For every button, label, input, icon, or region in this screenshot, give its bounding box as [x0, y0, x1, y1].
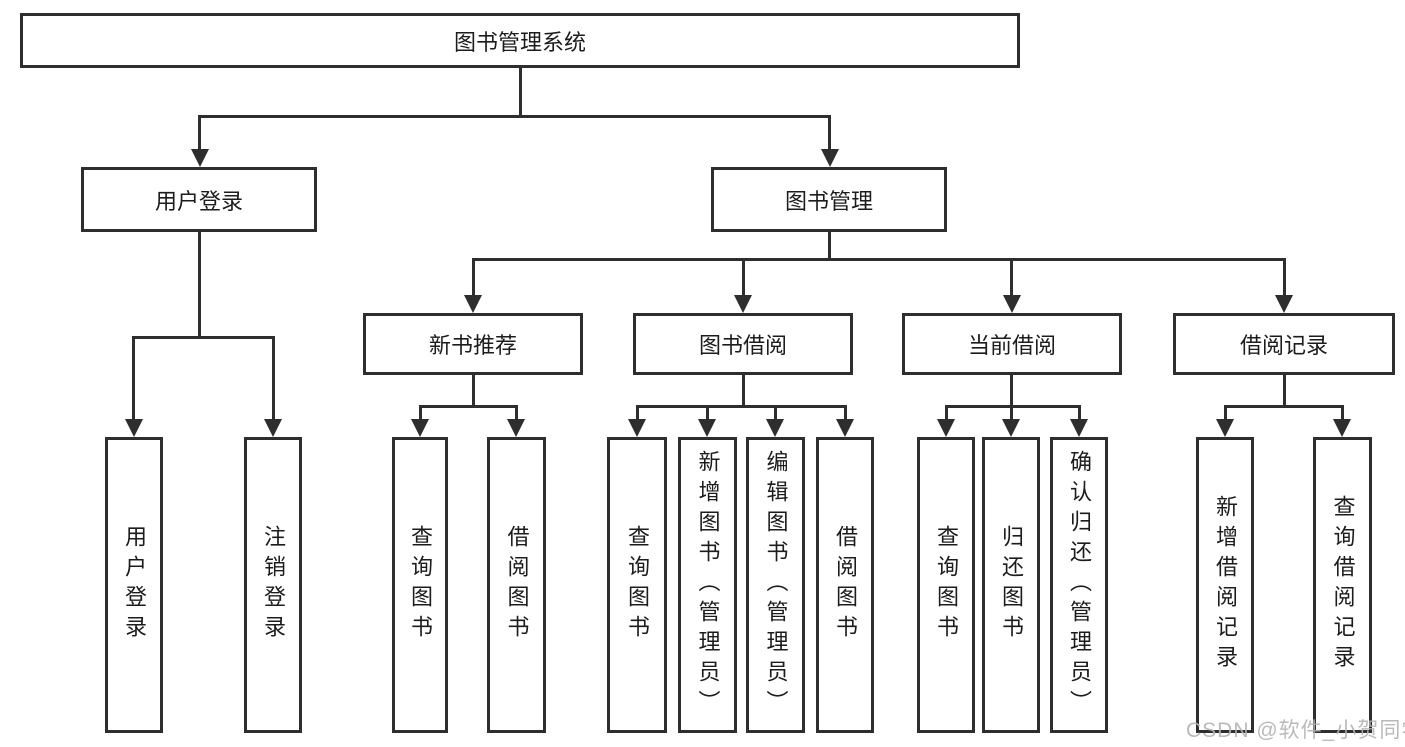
node-leaf-query-book-borrow-label: 查询图书	[625, 525, 650, 645]
connector-line	[419, 405, 422, 420]
node-leaf-return-book: 归还图书	[982, 437, 1040, 733]
node-borrow-record: 借阅记录	[1173, 313, 1395, 375]
node-leaf-query-borrow-record: 查询借阅记录	[1313, 437, 1372, 733]
node-book-mgmt-label: 图书管理	[784, 188, 873, 214]
connector-line	[198, 232, 201, 339]
node-leaf-logout: 注销登录	[244, 437, 302, 733]
node-current-borrow-label: 当前借阅	[967, 333, 1056, 358]
arrowhead-icon	[836, 419, 854, 437]
node-leaf-return-book-label: 归还图书	[999, 525, 1024, 645]
connector-line	[198, 115, 201, 151]
node-leaf-query-book-current-label: 查询图书	[934, 525, 959, 645]
node-leaf-user-login: 用户登录	[105, 437, 163, 733]
arrowhead-icon	[1002, 419, 1020, 437]
node-leaf-add-borrow-record-label: 新增借阅记录	[1213, 495, 1238, 675]
node-leaf-edit-book-admin-label: 编辑图书（管理员）	[763, 450, 789, 720]
arrowhead-icon	[1333, 419, 1351, 437]
node-root: 图书管理系统	[20, 13, 1020, 68]
node-leaf-borrow-book-borrow: 借阅图书	[816, 437, 874, 733]
connector-line	[132, 336, 275, 339]
node-user-login-label: 用户登录	[154, 188, 243, 214]
node-leaf-confirm-return-admin: 确认归还（管理员）	[1050, 437, 1108, 733]
node-root-label: 图书管理系统	[453, 29, 586, 55]
node-leaf-borrow-book-rec: 借阅图书	[487, 437, 546, 733]
connector-line	[1283, 375, 1286, 408]
connector-line	[774, 405, 777, 420]
node-book-mgmt: 图书管理	[711, 167, 947, 232]
arrowhead-icon	[734, 295, 752, 313]
connector-line	[472, 258, 475, 296]
connector-line	[1010, 258, 1013, 296]
arrowhead-icon	[1275, 295, 1293, 313]
connector-line	[1010, 405, 1013, 420]
node-leaf-add-book-admin: 新增图书（管理员）	[678, 437, 737, 733]
arrowhead-icon	[1070, 419, 1088, 437]
connector-line	[636, 405, 847, 408]
connector-line	[132, 336, 135, 420]
node-current-borrow: 当前借阅	[902, 313, 1122, 375]
arrowhead-icon	[628, 419, 646, 437]
node-borrow-record-label: 借阅记录	[1239, 333, 1328, 358]
node-leaf-borrow-book-borrow-label: 借阅图书	[833, 525, 858, 645]
connector-line	[472, 375, 475, 408]
node-leaf-user-login-label: 用户登录	[122, 525, 147, 645]
connector-line	[1010, 375, 1013, 408]
node-leaf-add-book-admin-label: 新增图书（管理员）	[695, 450, 721, 720]
node-leaf-query-borrow-record-label: 查询借阅记录	[1330, 495, 1356, 675]
connector-line	[706, 405, 709, 420]
node-new-book-rec: 新书推荐	[363, 313, 583, 375]
connector-line	[519, 68, 522, 118]
connector-line	[272, 336, 275, 420]
connector-line	[1224, 405, 1344, 408]
arrowhead-icon	[411, 419, 429, 437]
arrowhead-icon	[1216, 419, 1234, 437]
node-leaf-add-borrow-record: 新增借阅记录	[1196, 437, 1254, 733]
arrowhead-icon	[766, 419, 784, 437]
node-leaf-edit-book-admin: 编辑图书（管理员）	[746, 437, 805, 733]
connector-line	[515, 405, 518, 420]
arrowhead-icon	[937, 419, 955, 437]
node-leaf-query-book-rec-label: 查询图书	[408, 525, 433, 645]
connector-line	[828, 115, 831, 151]
node-book-borrow-label: 图书借阅	[698, 333, 787, 358]
arrowhead-icon	[464, 295, 482, 313]
arrowhead-icon	[264, 419, 282, 437]
connector-line	[198, 115, 831, 118]
connector-line	[472, 258, 1286, 261]
node-leaf-confirm-return-admin-label: 确认归还（管理员）	[1067, 450, 1092, 720]
connector-line	[1224, 405, 1227, 420]
node-leaf-logout-label: 注销登录	[261, 525, 286, 645]
arrowhead-icon	[821, 149, 839, 167]
connector-line	[945, 405, 1081, 408]
node-leaf-query-book-borrow: 查询图书	[607, 437, 667, 733]
arrowhead-icon	[191, 149, 209, 167]
connector-line	[742, 375, 745, 408]
node-leaf-borrow-book-rec-label: 借阅图书	[504, 525, 530, 645]
arrowhead-icon	[507, 419, 525, 437]
arrowhead-icon	[125, 419, 143, 437]
node-leaf-query-book-rec: 查询图书	[392, 437, 448, 733]
node-user-login: 用户登录	[81, 167, 317, 232]
node-new-book-rec-label: 新书推荐	[428, 333, 517, 358]
watermark: CSDN @软件_小贺同学	[1186, 719, 1405, 742]
connector-line	[844, 405, 847, 420]
connector-line	[1283, 258, 1286, 296]
node-book-borrow: 图书借阅	[633, 313, 853, 375]
connector-line	[828, 232, 831, 261]
connector-line	[742, 258, 745, 296]
connector-line	[419, 405, 518, 408]
node-leaf-query-book-current: 查询图书	[917, 437, 975, 733]
connector-line	[945, 405, 948, 420]
connector-line	[1078, 405, 1081, 420]
arrowhead-icon	[698, 419, 716, 437]
arrowhead-icon	[1003, 295, 1021, 313]
connector-line	[636, 405, 639, 420]
connector-line	[1341, 405, 1344, 420]
